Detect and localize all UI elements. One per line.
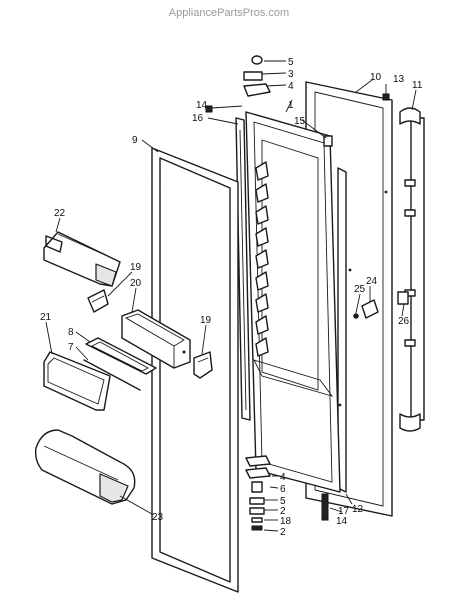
shelf-rail-bracket	[255, 271, 269, 291]
callout-26: 26	[398, 316, 410, 327]
upper-door-bin	[43, 231, 121, 287]
callout-7: 7	[68, 342, 74, 353]
callout-17: 17	[338, 506, 350, 517]
callout-1: 1	[288, 100, 294, 111]
callout-20: 20	[130, 278, 142, 289]
callout-2a: 2	[280, 506, 286, 517]
callout-14b: 14	[336, 516, 348, 527]
bin-clip-lower	[193, 351, 213, 379]
callout-18: 18	[280, 516, 292, 527]
bin-clip-upper	[87, 289, 109, 313]
door-handle	[399, 107, 425, 432]
callout-14a: 14	[196, 100, 208, 111]
callout-5b: 5	[280, 496, 286, 507]
callout-24: 24	[366, 276, 378, 287]
top-hinge-hardware	[205, 55, 390, 147]
lower-door-bin	[34, 429, 136, 505]
callout-5a: 5	[288, 57, 294, 68]
bottom-hinge-hardware	[245, 455, 329, 531]
callout-25: 25	[354, 284, 366, 295]
callout-9: 9	[132, 135, 138, 146]
callout-3: 3	[288, 69, 294, 80]
hinge-rod	[83, 359, 141, 391]
callout-8: 8	[68, 327, 74, 338]
gasket-strip	[337, 167, 347, 493]
callout-19b: 19	[200, 315, 212, 326]
callout-4a: 4	[288, 81, 294, 92]
callout-23: 23	[152, 512, 164, 523]
watermark-text: AppliancePartsPros.com	[169, 7, 289, 19]
callout-21: 21	[40, 312, 52, 323]
leader-lines	[45, 60, 417, 532]
callout-10: 10	[370, 72, 382, 83]
callout-12: 12	[352, 504, 364, 515]
shelf-rail-bracket	[255, 227, 269, 247]
callout-11: 11	[412, 80, 423, 91]
shelf-rail-bracket	[255, 293, 269, 313]
callout-16: 16	[192, 113, 204, 124]
callout-2b: 2	[280, 527, 286, 538]
mid-door-bin	[43, 351, 111, 411]
callout-22: 22	[54, 208, 66, 219]
callout-labels: 1 2 2 3 4 4 5 5 6 7 8 9 10 11 12 13 14 1…	[40, 57, 423, 538]
callout-4b: 4	[280, 472, 286, 483]
callout-6: 6	[280, 484, 286, 495]
shelf-rail-bracket	[255, 315, 269, 335]
dairy-door-cover	[85, 337, 157, 375]
side-trim-strip	[235, 117, 251, 421]
callout-13: 13	[393, 74, 405, 85]
shelf-rail-bracket	[255, 205, 269, 225]
callout-19a: 19	[130, 262, 142, 273]
shelf-rail-bracket	[255, 249, 269, 269]
callout-15: 15	[294, 116, 306, 127]
dairy-compartment	[121, 309, 191, 369]
shelf-rail-bracket	[255, 183, 269, 203]
shelf-rail-bracket	[255, 337, 269, 357]
shelf-rail-bracket	[255, 161, 269, 181]
shelf-rail-set	[255, 161, 269, 357]
